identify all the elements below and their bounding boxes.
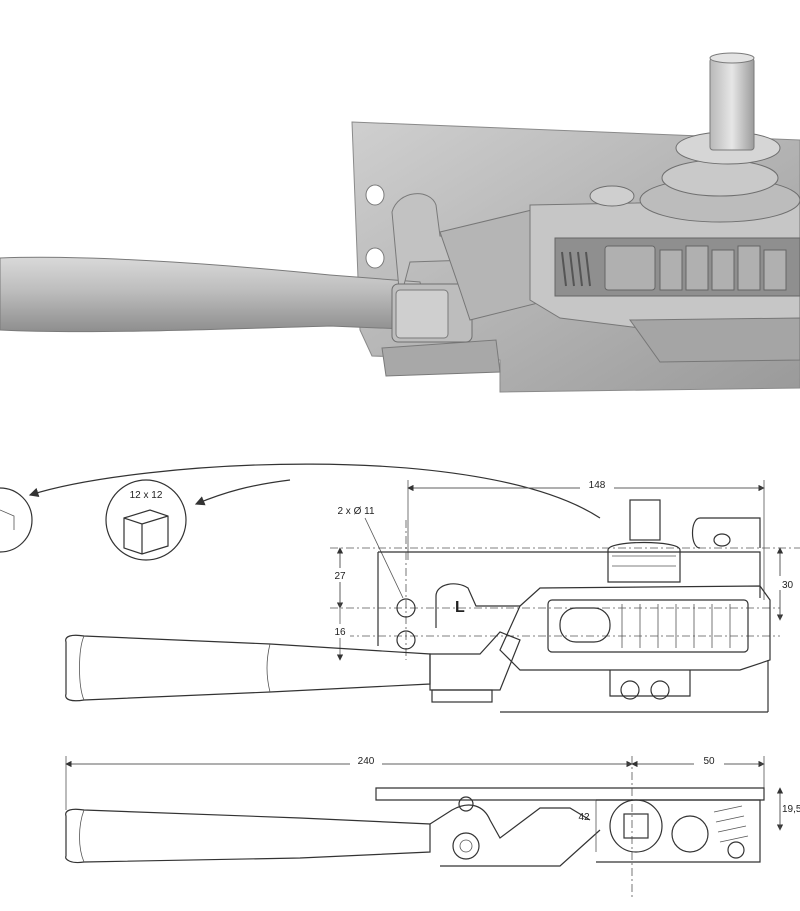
clamp-photo	[0, 52, 800, 393]
dim-length-label: 240	[358, 756, 375, 767]
dim-side-height-label: 19,5	[782, 804, 800, 815]
callout-square-circle: 12 x 12	[105, 479, 187, 561]
dim-small-label: 42	[578, 812, 590, 823]
dim-width-label: 148	[589, 480, 606, 491]
dim-lower-label: 16	[334, 627, 346, 638]
dim-height-label: 30	[782, 580, 794, 591]
holes-label: 2 x Ø 11	[337, 506, 374, 517]
marker-L: L	[455, 599, 465, 616]
callout-arrow-long	[28, 463, 601, 519]
dim-offset-label: 50	[703, 756, 715, 767]
dim-hole-spacing-label: 27	[334, 571, 346, 582]
side-view-drawing: 240 50 19,5 42	[65, 754, 800, 900]
callout-left-circle	[0, 487, 33, 553]
square-size-label: 12 x 12	[130, 490, 163, 501]
callout-arrow-short	[194, 479, 291, 506]
top-view-drawing: 148 2 x Ø 11 27 16 L 30	[65, 478, 800, 713]
